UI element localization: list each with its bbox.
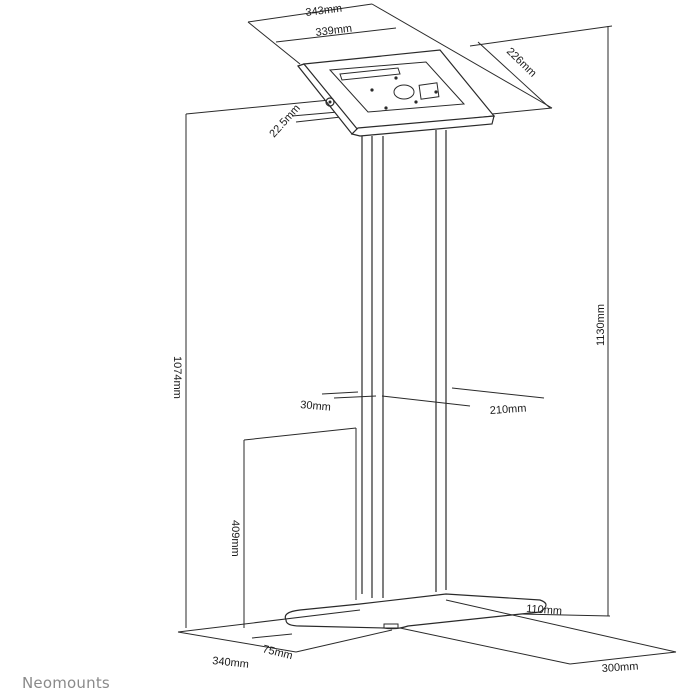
label-409mm: 409mm [229, 520, 241, 557]
dim-110-line [519, 613, 611, 617]
pivot-extension-line [185, 99, 331, 115]
dim-343-left-leg [247, 21, 301, 65]
top-extension-line [469, 25, 613, 47]
dim-30-line-b [333, 395, 377, 399]
tablet-enclosure [296, 49, 496, 137]
dim-339-line [275, 27, 397, 43]
dim-226-lower-tick [491, 107, 553, 115]
dim-75-line [251, 633, 293, 639]
base-plate [284, 593, 547, 630]
dim-210-line [381, 395, 471, 407]
floor-left-front [295, 629, 393, 653]
tablet-area-top [243, 427, 357, 441]
label-300mm: 300mm [601, 660, 638, 675]
dim-210-line-b [451, 387, 545, 399]
dim-343-right-leg [371, 3, 553, 109]
label-210mm: 210mm [489, 402, 526, 417]
dim-22-5-line-a [291, 111, 339, 117]
stand-column [361, 130, 447, 598]
label-340mm: 340mm [212, 655, 250, 671]
dim-300-line [569, 651, 677, 665]
dim-30-line-a [321, 391, 359, 395]
label-1130mm: 1130mm [595, 304, 607, 346]
dim-343-line [247, 3, 373, 23]
brand-logo: Neomounts [22, 674, 110, 692]
label-343mm: 343mm [305, 3, 343, 19]
dim-226-line [477, 41, 551, 109]
floor-right-front [399, 627, 571, 665]
floor-left-back [177, 609, 361, 633]
label-30mm: 30mm [300, 399, 331, 414]
floor-right-back [445, 599, 677, 653]
dim-340-line [177, 631, 297, 653]
label-339mm: 339mm [315, 23, 353, 39]
label-226mm: 226mm [504, 46, 539, 80]
label-110mm: 110mm [526, 603, 563, 617]
label-75mm: 75mm [261, 643, 294, 662]
label-22-5mm: 22.5mm [267, 102, 303, 140]
label-1074mm: 1074mm [171, 356, 183, 399]
